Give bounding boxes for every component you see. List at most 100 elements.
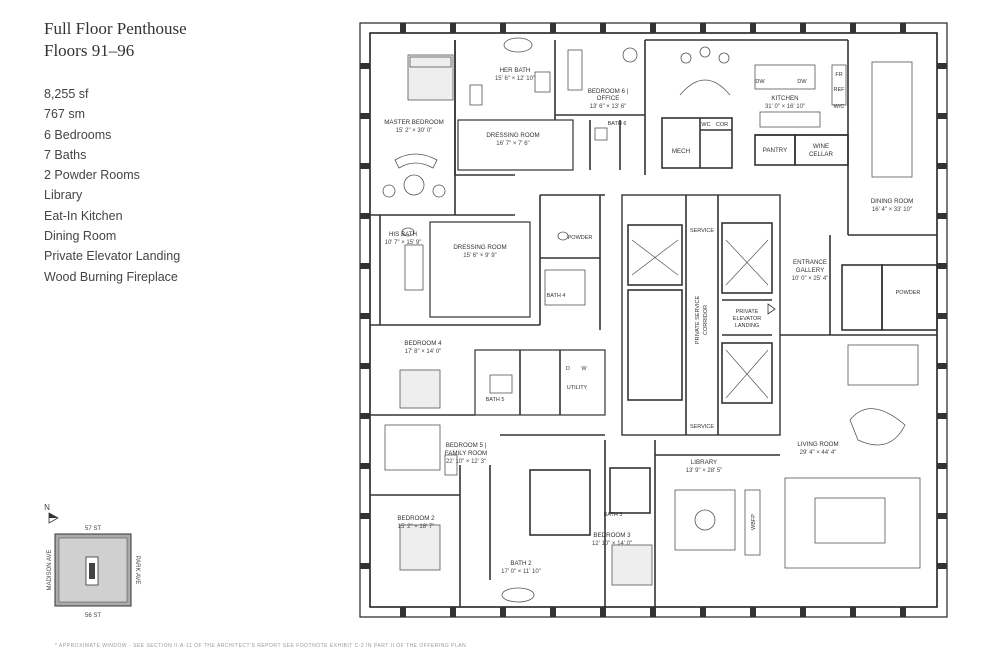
window-pier <box>937 313 947 319</box>
north-arrow-fill-icon <box>49 513 58 518</box>
bedroom-5-label-1: BEDROOM 5 | <box>446 442 487 449</box>
spec-item: Private Elevator Landing <box>44 249 181 264</box>
bedroom-5-dims: 22' 10" × 12' 3" <box>446 459 486 465</box>
banquette-icon <box>679 79 731 96</box>
window-pier <box>360 113 370 119</box>
window-pier <box>450 23 456 33</box>
window-pier <box>937 113 947 119</box>
dw-label-2: DW <box>797 79 807 85</box>
stool-icon <box>699 46 711 58</box>
bedroom-4-label: BEDROOM 4 <box>404 340 442 347</box>
plan-title-line1: Full Floor Penthouse <box>44 19 187 38</box>
spec-item: Dining Room <box>44 229 117 244</box>
interior-walls <box>370 39 938 607</box>
sink-icon <box>594 127 608 141</box>
bedroom-2-label: BEDROOM 2 <box>397 515 435 522</box>
dining-room-label: DINING ROOM <box>871 198 914 205</box>
window-pier <box>937 213 947 219</box>
fr-label: FR <box>835 72 842 78</box>
sofa-icon <box>394 153 438 169</box>
window-pier <box>500 23 506 33</box>
dining-room-dims: 16' 4" × 33' 10" <box>872 207 912 213</box>
spec-item: 2 Powder Rooms <box>44 168 140 183</box>
chair-icon <box>382 184 396 198</box>
utility-label: UTILITY <box>567 385 588 391</box>
washer-label: W <box>581 366 587 372</box>
library-round-table-icon <box>694 509 716 531</box>
window-pier <box>650 23 656 33</box>
kitchen-dims: 31' 0" × 16' 10" <box>765 104 805 110</box>
plan-title: Full Floor Penthouse Floors 91–96 <box>44 18 187 62</box>
vanity-icon <box>469 84 483 106</box>
key-street-right: PARK AVE <box>134 556 140 585</box>
wc-label: WC <box>701 122 710 128</box>
dw-label-1: DW <box>755 79 765 85</box>
window-pier <box>550 23 556 33</box>
key-street-bottom: 56 ST <box>85 613 101 619</box>
footnote: * APPROXIMATE WINDOW - SEE SECTION II-A-… <box>55 643 467 649</box>
window-pier <box>550 607 556 617</box>
living-rug-icon <box>784 477 921 569</box>
bathtub-icon <box>503 37 533 53</box>
key-street-top: 57 ST <box>85 526 101 532</box>
window-pier <box>360 163 370 169</box>
entrance-gallery-label-1: ENTRANCE <box>793 259 827 266</box>
window-pier <box>360 563 370 569</box>
library-label: LIBRARY <box>691 459 717 466</box>
wc2-label: W/C <box>834 104 845 110</box>
cor-label: COR <box>716 122 728 128</box>
bedroom-3-label: BEDROOM 3 <box>593 532 631 539</box>
window-pier <box>800 23 806 33</box>
window-pier <box>360 413 370 419</box>
spec-item: 767 sm <box>44 107 85 122</box>
window-pier <box>360 363 370 369</box>
her-bath-dims: 15' 6" × 12' 10" <box>495 76 535 82</box>
exterior-wall <box>359 22 948 618</box>
spec-item: 7 Baths <box>44 147 87 162</box>
master-bedroom-label: MASTER BEDROOM <box>384 119 443 126</box>
window-pier <box>360 213 370 219</box>
spec-item: Library <box>44 188 83 203</box>
window-pier <box>937 413 947 419</box>
kitchen-counter-icon <box>759 111 821 128</box>
bedroom-2-dims: 15' 2" × 18' 7" <box>398 524 435 530</box>
his-bath-label: HIS BATH <box>389 231 417 238</box>
bath-3-label: BATH 3 <box>604 512 623 518</box>
bedroom4-bed-icon <box>399 369 441 409</box>
spec-list: 8,255 sf 767 sm 6 Bedrooms 7 Baths 2 Pow… <box>44 84 180 287</box>
window-piers <box>360 23 947 617</box>
spec-item: Wood Burning Fireplace <box>44 269 178 284</box>
private-elevator-label-1: PRIVATE <box>736 309 759 315</box>
bedroom-5-label-2: FAMILY ROOM <box>445 450 487 457</box>
kitchen-label: KITCHEN <box>771 95 798 102</box>
master-bed-pillows-icon <box>409 56 452 68</box>
family-sofa-icon <box>384 424 441 471</box>
window-pier <box>750 23 756 33</box>
key-tower-core <box>89 563 95 579</box>
mech-label: MECH <box>672 148 690 155</box>
window-pier <box>900 607 906 617</box>
elevator-shafts <box>631 239 769 399</box>
key-plan: N 57 ST 56 ST MADISON AVE PARK AVE <box>44 503 140 619</box>
window-pier <box>600 23 606 33</box>
table-icon <box>403 174 425 196</box>
entrance-gallery-label-2: GALLERY <box>796 267 824 274</box>
bedroom-4-dims: 17' 8" × 14' 0" <box>405 349 442 355</box>
his-bath-dims: 10' 7" × 15' 9" <box>385 240 422 246</box>
spec-item: Eat-In Kitchen <box>44 208 123 223</box>
key-street-left: MADISON AVE <box>47 550 53 591</box>
piano-icon <box>849 408 906 446</box>
furniture <box>382 37 921 603</box>
dressing-room-1-dims: 16' 7" × 7' 6" <box>496 141 529 147</box>
bath-6-label: BATH 6 <box>608 121 627 127</box>
window-pier <box>450 607 456 617</box>
room-labels: MASTER BEDROOM 15' 2" × 30' 0" HER BATH … <box>384 67 920 575</box>
window-pier <box>400 607 406 617</box>
stool-icon <box>680 52 692 64</box>
window-pier <box>800 607 806 617</box>
ref-label: REF <box>834 87 846 93</box>
window-pier <box>360 513 370 519</box>
his-sink-icon <box>401 227 415 237</box>
window-pier <box>360 263 370 269</box>
private-elevator-label-2: ELEVATOR <box>733 316 761 322</box>
